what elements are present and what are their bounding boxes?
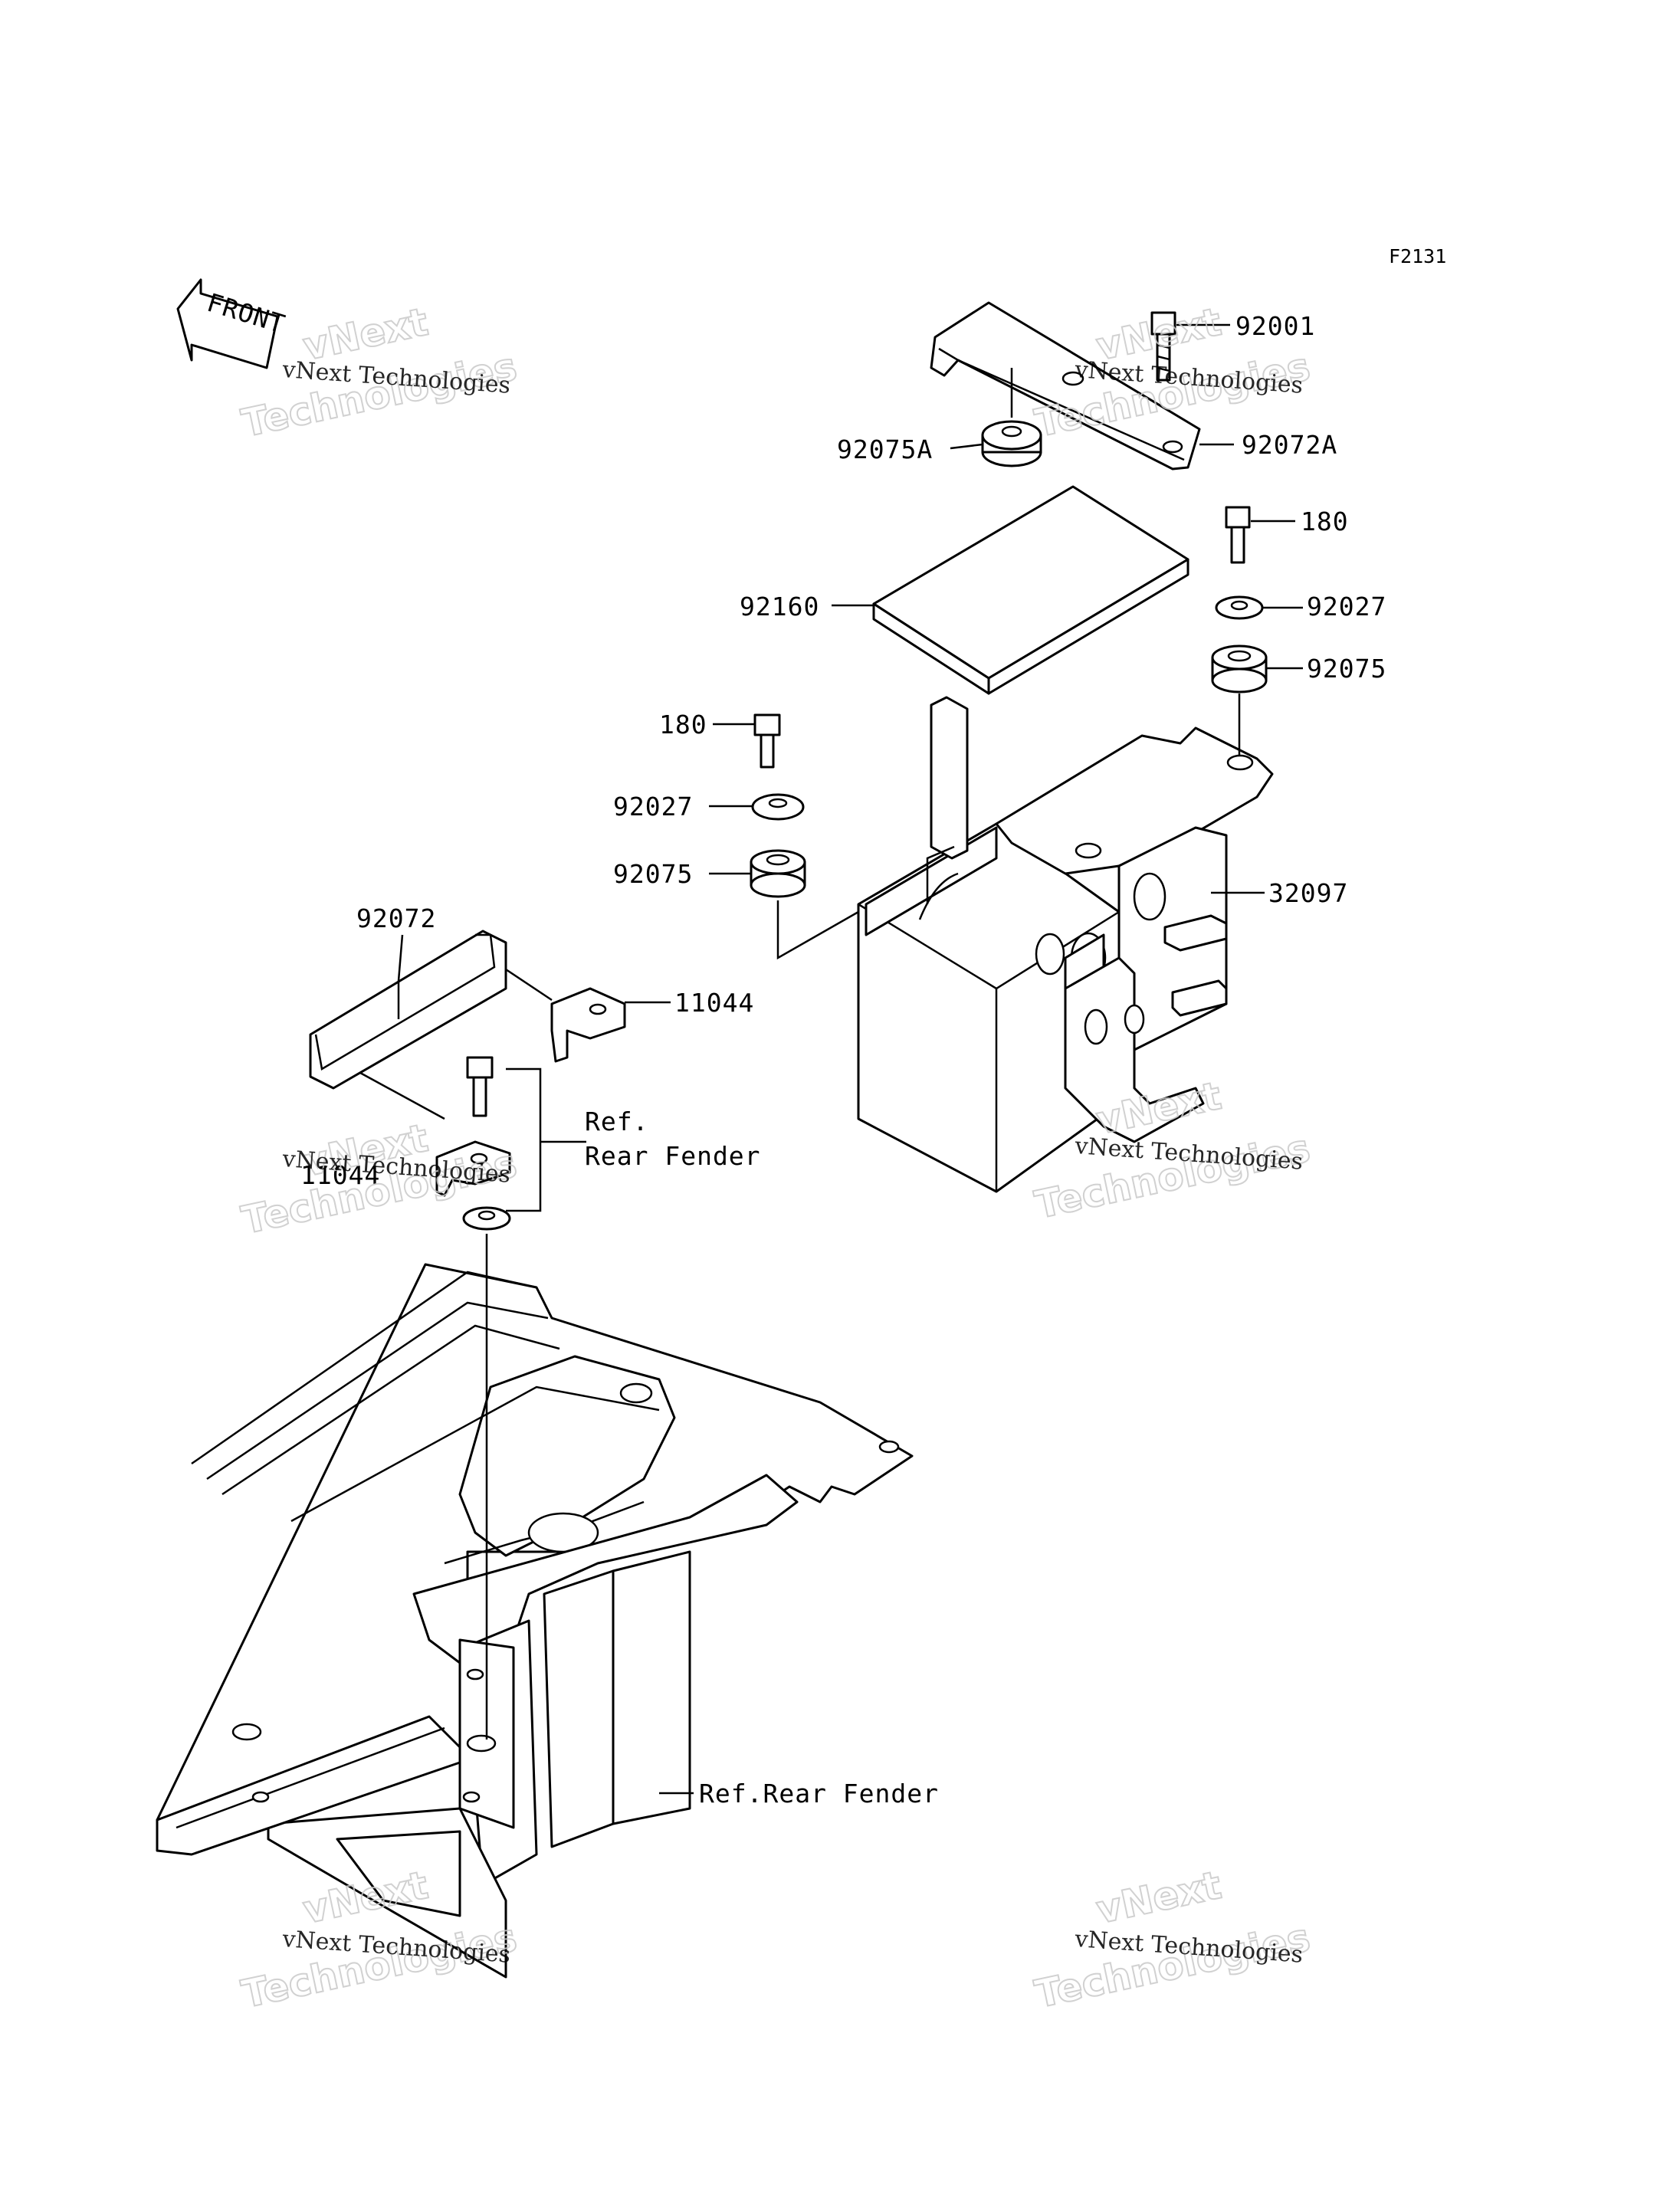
label-180-right: 180 bbox=[1301, 507, 1349, 536]
label-ref-rear-fender: Ref.Rear Fender bbox=[699, 1779, 939, 1808]
battery-pad-92160 bbox=[872, 485, 1189, 695]
bolt-180-left bbox=[753, 713, 781, 769]
watermark-bottom-right: vNext Technologies vNext Technologies bbox=[1030, 1862, 1314, 2018]
bolt-92001 bbox=[1150, 311, 1176, 382]
svg-text:vNext: vNext bbox=[1092, 1863, 1225, 1933]
label-92075A: 92075A bbox=[837, 434, 933, 464]
battery-case-32097 bbox=[857, 696, 1274, 1193]
bolt-ref-rear-fender bbox=[466, 1056, 494, 1117]
label-11044-top: 11044 bbox=[674, 988, 754, 1018]
front-arrow-icon: FRONT bbox=[176, 278, 289, 369]
label-92075-right: 92075 bbox=[1307, 654, 1386, 684]
washer-92027-left bbox=[751, 793, 805, 821]
washer-ref-rear-fender bbox=[462, 1206, 511, 1231]
washer-92027-right bbox=[1215, 595, 1264, 620]
label-92072A: 92072A bbox=[1242, 430, 1337, 460]
label-ref-line2: Rear Fender bbox=[585, 1141, 761, 1171]
label-92001: 92001 bbox=[1235, 311, 1315, 341]
label-92072: 92072 bbox=[356, 903, 436, 933]
label-180-left: 180 bbox=[659, 710, 707, 739]
strap-92072 bbox=[309, 930, 507, 1090]
label-92027-right: 92027 bbox=[1307, 592, 1386, 621]
bracket-11044-bottom bbox=[435, 1140, 511, 1197]
label-92027-left: 92027 bbox=[613, 792, 693, 821]
grommet-92075-right bbox=[1211, 644, 1268, 694]
label-11044-bottom: 11044 bbox=[300, 1160, 380, 1190]
label-92160: 92160 bbox=[740, 592, 819, 621]
figure-code: F2131 bbox=[1389, 245, 1446, 267]
label-32097: 32097 bbox=[1268, 878, 1348, 908]
grommet-92075-left bbox=[750, 849, 806, 898]
rubber-cushion-92075A bbox=[981, 420, 1042, 467]
label-ref-line1: Ref. bbox=[585, 1107, 648, 1136]
bracket-11044-top bbox=[550, 987, 626, 1063]
label-92075-left: 92075 bbox=[613, 859, 693, 889]
rear-fender-frame bbox=[156, 1263, 914, 1979]
bolt-180-right bbox=[1225, 506, 1251, 564]
battery-strap-92072A bbox=[930, 301, 1201, 471]
